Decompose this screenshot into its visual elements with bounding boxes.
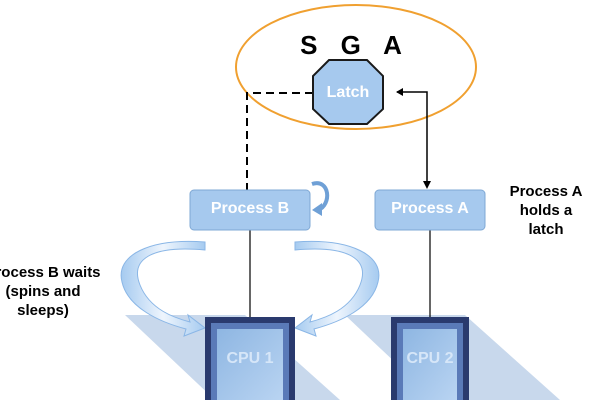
process-b-label: Process B <box>210 200 290 217</box>
latch-arrowhead <box>396 88 403 96</box>
process-b-node <box>189 189 311 231</box>
process-a-hold-line <box>397 91 428 182</box>
cpu1-label: CPU 1 <box>226 350 274 367</box>
latch-label: Latch <box>326 84 370 101</box>
process-a-note-line2: holds a <box>519 202 573 219</box>
process-a-note: Process A holds a latch <box>498 182 594 239</box>
wait-arc-right-icon <box>293 240 380 337</box>
process-b-note-line1: Process B waits <box>0 264 101 281</box>
cpu2-label: CPU 2 <box>406 350 454 367</box>
process-a-note-line1: Process A <box>509 183 583 200</box>
spin-arrowhead <box>312 203 322 216</box>
cpu2-face <box>403 329 457 400</box>
cpu1-face <box>217 329 283 400</box>
latch-node <box>312 59 384 125</box>
process-b-note-line3: sleeps) <box>17 302 69 319</box>
wait-arc-left-icon <box>120 240 207 337</box>
process-a-label: Process A <box>391 200 469 217</box>
process-a-node <box>374 189 486 231</box>
process-b-wait-line <box>246 92 313 190</box>
process-b-note: Process B waits (spins and sleeps) <box>0 263 118 320</box>
sga-region <box>235 4 477 130</box>
process-b-note-line2: (spins and <box>5 283 81 300</box>
process-a-arrowhead <box>423 181 431 189</box>
sga-title: S G A <box>300 30 410 60</box>
process-a-note-line3: latch <box>528 221 564 238</box>
